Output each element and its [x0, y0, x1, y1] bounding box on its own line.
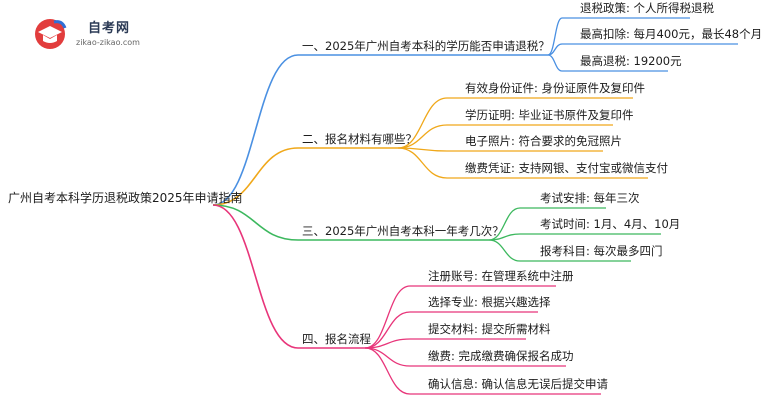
branch-connector	[212, 54, 299, 206]
branch-label: 二、报名材料有哪些？	[302, 132, 417, 146]
branch-connector	[212, 147, 299, 206]
leaf-label: 最高扣除: 每月400元，最长48个月	[580, 27, 762, 41]
leaf-connector	[364, 347, 411, 395]
leaf-connector	[488, 239, 521, 262]
mindmap-root-title: 广州自考本科学历退税政策2025年申请指南	[8, 191, 243, 205]
leaf-label: 报考科目: 每次最多四门	[540, 244, 663, 258]
leaf-label: 缴费凭证: 支持网银、支付宝或微信支付	[465, 161, 669, 175]
leaf-label: 考试安排: 每年三次	[540, 191, 640, 205]
logo-title: 自考网	[88, 21, 131, 36]
leaf-label: 有效身份证件: 身份证原件及复印件	[465, 81, 646, 95]
leaf-label: 选择专业: 根据兴趣选择	[428, 295, 551, 309]
leaf-label: 学历证明: 毕业证书原件及复印件	[465, 108, 634, 122]
site-logo: 自考网 zikao-zikao.com	[32, 14, 172, 54]
leaf-connector	[397, 97, 448, 149]
leaf-connector	[364, 285, 411, 349]
leaf-connector	[397, 147, 448, 179]
leaf-label: 缴费: 完成缴费确保报名成功	[428, 349, 574, 363]
leaf-connector	[488, 207, 521, 241]
branch-label: 三、2025年广州自考本科一年考几次？	[302, 224, 504, 238]
leaf-label: 考试时间: 1月、4月、10月	[540, 217, 681, 231]
leaf-connector	[364, 311, 411, 349]
leaf-label: 提交材料: 提交所需材料	[428, 322, 551, 336]
branch-connector	[212, 204, 299, 349]
leaf-label: 电子照片: 符合要求的免冠照片	[465, 134, 623, 148]
branch-connector	[212, 204, 299, 241]
leaf-connector	[397, 124, 448, 149]
leaf-label: 确认信息: 确认信息无误后提交申请	[428, 377, 609, 391]
leaf-connector	[547, 54, 563, 72]
leaf-connector	[547, 17, 563, 56]
branch-label: 一、2025年广州自考本科的学历能否申请退税？	[302, 39, 550, 53]
graduation-cap-logo-icon	[35, 19, 67, 49]
leaf-label: 注册账号: 在管理系统中注册	[428, 269, 574, 283]
logo-subtitle: zikao-zikao.com	[76, 38, 140, 47]
branch-label: 四、报名流程	[302, 332, 371, 346]
leaf-label: 退税政策: 个人所得税退税	[580, 1, 715, 15]
leaf-connector	[364, 347, 411, 367]
leaf-label: 最高退税: 19200元	[580, 54, 682, 68]
